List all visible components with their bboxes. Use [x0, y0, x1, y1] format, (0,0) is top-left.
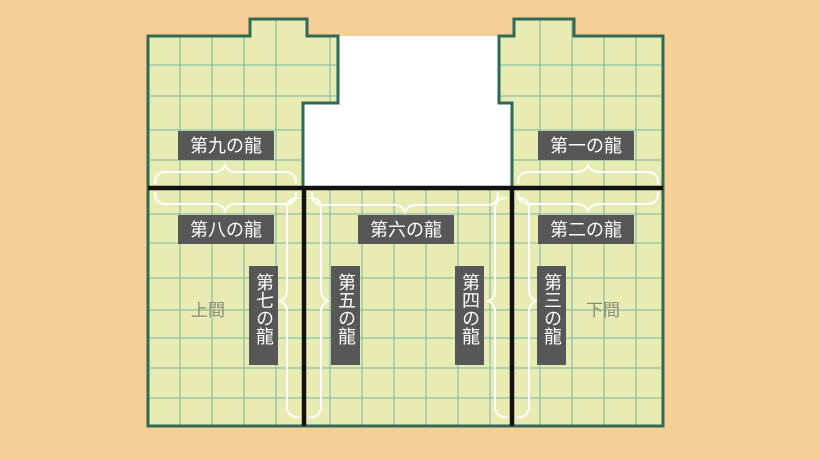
- dragon-label-4: 第四の龍: [455, 266, 484, 365]
- dragon-label-3-text: 第三の龍: [541, 273, 562, 345]
- brace-d5: [309, 197, 331, 418]
- brace-d9: [154, 162, 297, 184]
- dragon-label-7: 第七の龍: [249, 266, 278, 365]
- dragon-label-3: 第三の龍: [537, 266, 566, 365]
- room-label-right: 下間: [586, 301, 620, 321]
- brace-d3: [517, 197, 539, 418]
- dragon-label-5-text: 第五の龍: [335, 273, 356, 345]
- brace-d2: [517, 192, 659, 214]
- room-dividers: [148, 185, 663, 426]
- dragon-label-6: 第六の龍: [358, 215, 454, 244]
- brace-d4: [485, 197, 507, 418]
- dragon-label-4-text: 第四の龍: [459, 273, 480, 345]
- dragon-label-6-text: 第六の龍: [370, 220, 442, 241]
- dragon-label-8: 第八の龍: [178, 215, 274, 244]
- dragon-label-7-text: 第七の龍: [253, 273, 274, 345]
- room-label-left: 上間: [191, 301, 225, 321]
- dragon-label-5: 第五の龍: [331, 266, 360, 365]
- dragon-label-9-text: 第九の龍: [190, 136, 262, 157]
- brace-d1: [517, 162, 659, 184]
- dragon-label-2: 第二の龍: [538, 215, 634, 244]
- dragon-label-1: 第一の龍: [538, 131, 634, 160]
- dragon-label-8-text: 第八の龍: [190, 220, 262, 241]
- dragon-label-9: 第九の龍: [178, 131, 274, 160]
- bracket-marks: [154, 162, 659, 418]
- brace-d7: [277, 197, 299, 418]
- brace-d6: [311, 192, 499, 215]
- courtyard-void: [303, 36, 512, 188]
- brace-d8: [154, 192, 297, 214]
- dragon-label-1-text: 第一の龍: [550, 136, 622, 157]
- dragon-label-2-text: 第二の龍: [550, 220, 622, 241]
- floor-outline: [146, 17, 665, 428]
